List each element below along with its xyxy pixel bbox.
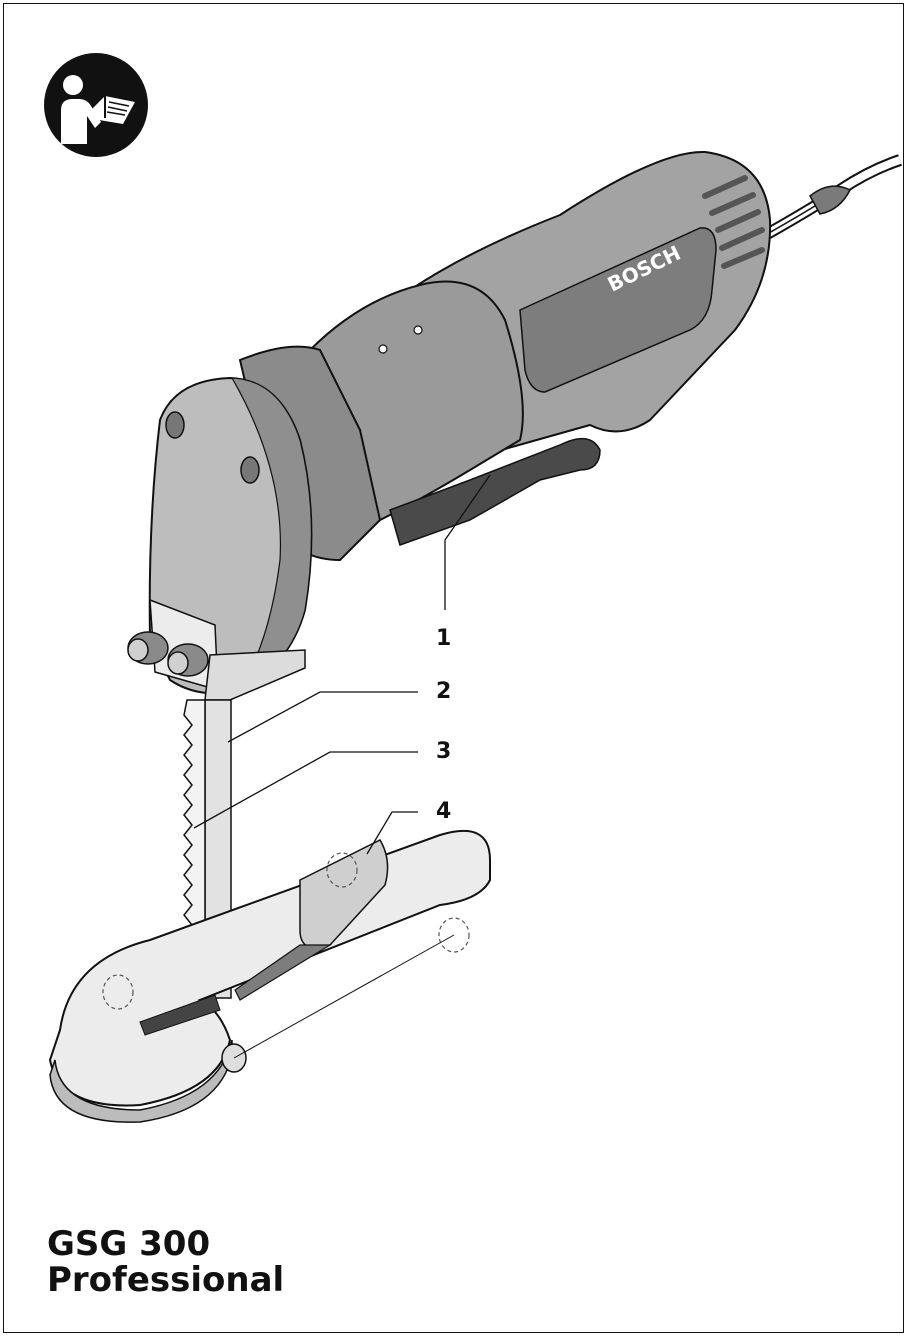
callout-1: 1 <box>436 626 452 651</box>
read-manual-icon <box>44 53 148 157</box>
product-line: Professional <box>47 1260 285 1300</box>
product-title: GSG 300 Professional <box>47 1226 284 1298</box>
callout-2: 2 <box>436 679 452 704</box>
page-border <box>3 3 904 1333</box>
callout-3: 3 <box>436 739 452 764</box>
product-model: GSG 300 <box>47 1224 211 1264</box>
callout-4: 4 <box>436 799 452 824</box>
